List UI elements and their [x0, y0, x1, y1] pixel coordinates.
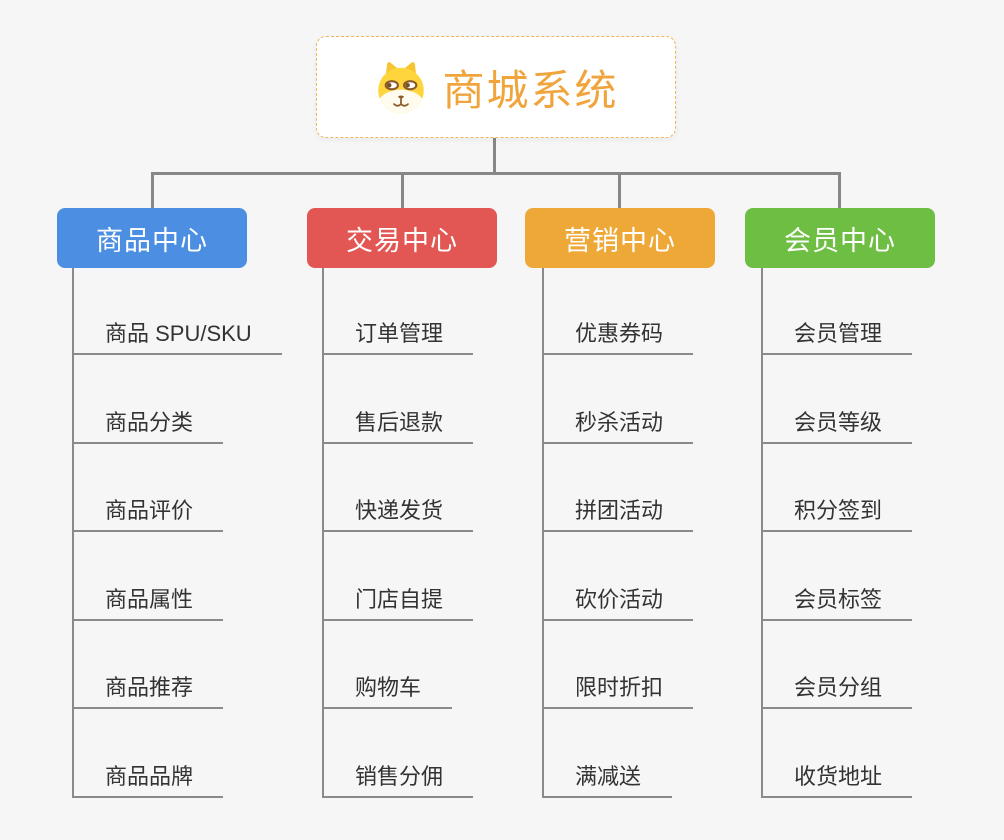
leaf-item[interactable]: 商品分类 [72, 406, 224, 444]
leaf-item[interactable]: 满减送 [542, 760, 672, 798]
branch-node-trade-center[interactable]: 交易中心 [307, 208, 497, 268]
leaf-item[interactable]: 快递发货 [322, 494, 474, 532]
branch-trunk-member [761, 268, 763, 798]
leaf-item[interactable]: 商品品牌 [72, 760, 224, 798]
leaf-item[interactable]: 积分签到 [761, 494, 913, 532]
root-title: 商城系统 [442, 66, 619, 114]
leaf-item[interactable]: 购物车 [322, 671, 452, 709]
branch-trunk-product [72, 268, 74, 798]
leaf-item[interactable]: 订单管理 [322, 317, 474, 355]
branch-node-member-center[interactable]: 会员中心 [745, 208, 935, 268]
connector-drop-marketing [618, 172, 621, 209]
leaf-item[interactable]: 商品推荐 [72, 671, 224, 709]
branch-trunk-marketing [542, 268, 544, 798]
connector-drop-trade [401, 172, 404, 209]
leaf-item[interactable]: 会员等级 [761, 406, 913, 444]
connector-drop-member [838, 172, 841, 209]
leaf-item[interactable]: 售后退款 [322, 406, 474, 444]
leaf-item[interactable]: 优惠券码 [542, 317, 694, 355]
leaf-item[interactable]: 商品 SPU/SKU [72, 317, 282, 355]
leaf-item[interactable]: 收货地址 [761, 760, 913, 798]
leaf-item[interactable]: 销售分佣 [322, 760, 474, 798]
leaf-item[interactable]: 秒杀活动 [542, 406, 694, 444]
leaf-item[interactable]: 商品评价 [72, 494, 224, 532]
leaf-item[interactable]: 拼团活动 [542, 494, 694, 532]
branch-node-marketing-center[interactable]: 营销中心 [525, 208, 715, 268]
root-node[interactable]: 商城系统 [316, 36, 676, 138]
connector-horizontal [151, 172, 841, 175]
connector-root-stub [493, 138, 496, 175]
branch-trunk-trade [322, 268, 324, 798]
leaf-item[interactable]: 限时折扣 [542, 671, 694, 709]
shiba-dog-icon [378, 62, 425, 114]
leaf-item[interactable]: 会员标签 [761, 583, 913, 621]
connector-drop-product [151, 172, 154, 209]
leaf-item[interactable]: 会员分组 [761, 671, 913, 709]
leaf-item[interactable]: 门店自提 [322, 583, 474, 621]
leaf-item[interactable]: 商品属性 [72, 583, 224, 621]
leaf-item[interactable]: 砍价活动 [542, 583, 694, 621]
branch-node-product-center[interactable]: 商品中心 [57, 208, 247, 268]
leaf-item[interactable]: 会员管理 [761, 317, 913, 355]
